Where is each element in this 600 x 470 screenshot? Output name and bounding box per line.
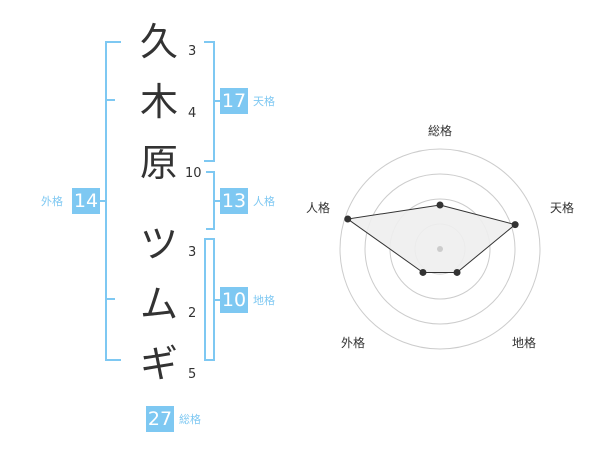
radar-points xyxy=(344,201,519,276)
radar-polygon xyxy=(346,204,517,273)
jinkaku-badge: 13 xyxy=(220,188,248,214)
name-char-3: 原 xyxy=(139,141,178,185)
radar-point-tenkaku xyxy=(511,221,519,229)
radar-point-soukaku xyxy=(436,201,444,209)
gaikaku-connector xyxy=(99,200,107,202)
tenkaku-badge: 17 xyxy=(220,88,248,114)
gaikaku-label: 外格 xyxy=(41,195,63,208)
stroke-count-4: 3 xyxy=(188,245,197,260)
chikaku-badge: 10 xyxy=(220,287,248,313)
radar-rings xyxy=(339,148,541,350)
radar-center-dot xyxy=(437,246,443,252)
chikaku-label: 地格 xyxy=(253,294,275,307)
stroke-count-1: 3 xyxy=(188,44,197,59)
jinkaku-connector xyxy=(213,200,221,202)
soukaku-badge: 27 xyxy=(146,406,174,432)
jinkaku-label: 人格 xyxy=(253,195,275,208)
name-char-6: ギ xyxy=(139,342,178,386)
stroke-count-5: 2 xyxy=(188,306,197,321)
name-char-2: 木 xyxy=(139,80,178,124)
radar-point-chikaku xyxy=(453,268,461,276)
chikaku-connector xyxy=(213,299,221,301)
radar-ring xyxy=(364,173,516,325)
radar-label-tenkaku: 天格 xyxy=(550,201,575,215)
radar-point-jinkaku xyxy=(344,215,352,223)
radar-label-soukaku: 総格 xyxy=(428,124,453,138)
radar-point-gaikaku xyxy=(419,268,427,276)
radar-ring xyxy=(339,148,541,350)
stroke-count-2: 4 xyxy=(188,106,197,121)
stroke-count-3: 10 xyxy=(185,166,202,181)
name-char-1: 久 xyxy=(139,20,178,64)
soukaku-label: 総格 xyxy=(179,413,201,426)
tenkaku-connector xyxy=(213,100,221,102)
radar-label-chikaku: 地格 xyxy=(512,336,537,350)
tenkaku-label: 天格 xyxy=(253,95,275,108)
name-char-5: ム xyxy=(139,282,178,326)
name-char-4: ツ xyxy=(139,222,178,266)
gaikaku-bracket-tick-upper xyxy=(105,99,115,101)
stroke-count-6: 5 xyxy=(188,367,197,382)
gaikaku-badge: 14 xyxy=(72,188,100,214)
gaikaku-bracket-tick-lower xyxy=(105,298,115,300)
radar-label-jinkaku: 人格 xyxy=(306,201,331,215)
radar-label-gaikaku: 外格 xyxy=(341,336,366,350)
